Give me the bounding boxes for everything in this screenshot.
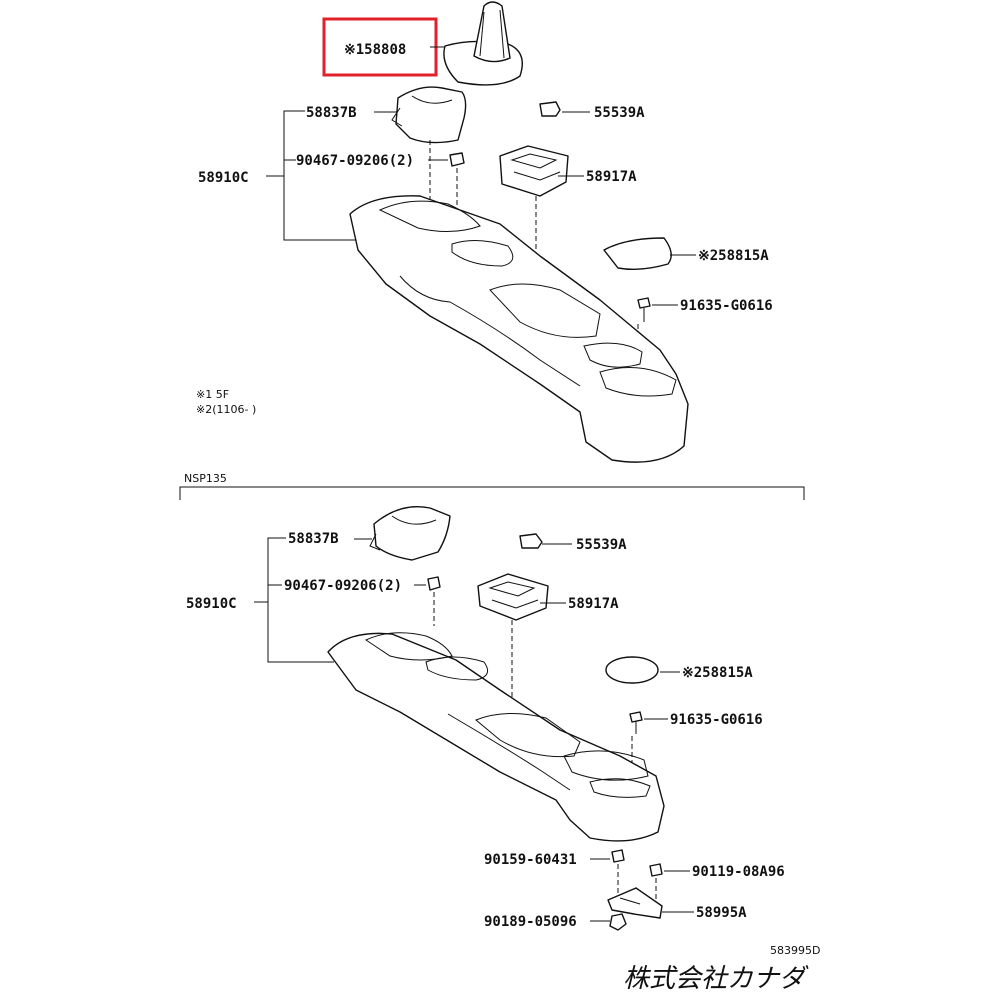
label-screw: 91635-G0616 — [680, 298, 773, 314]
label-console: 58910C — [198, 170, 249, 186]
label-mat: ※258815A — [698, 248, 769, 264]
label-screw-2: 91635-G0616 — [670, 712, 763, 728]
section-label: NSP135 — [184, 472, 227, 485]
label-bracket: 58995A — [696, 905, 747, 921]
cover-part — [391, 86, 467, 144]
label-boot: ※158808 — [344, 42, 406, 58]
top-diagram: ※158808 58837B 58910C 90467-09206(2) — [196, 1, 773, 463]
label-console-2: 58910C — [186, 596, 237, 612]
label-button-2: 55539A — [576, 537, 627, 553]
note-1: ※1 5F — [196, 388, 229, 401]
switch-housing-part-2 — [477, 573, 549, 621]
cover-part-2 — [369, 506, 451, 561]
label-switch: 58917A — [586, 169, 637, 185]
label-button: 55539A — [594, 105, 645, 121]
label-mat-2: ※258815A — [682, 665, 753, 681]
bolt-a-part — [611, 849, 625, 896]
bottom-diagram: 58837B 58910C 90467-09206(2) 55539A — [186, 506, 785, 931]
note-2: ※2(1106- ) — [196, 403, 256, 416]
button-part-2 — [519, 533, 543, 549]
console-body-part-2 — [327, 632, 665, 842]
screw-part-2 — [629, 711, 643, 734]
screw-part — [637, 297, 651, 322]
button-part — [539, 101, 561, 117]
label-clip-bolt: 90467-09206(2) — [296, 153, 414, 169]
label-cover-2: 58837B — [288, 531, 339, 547]
label-cover: 58837B — [306, 105, 357, 121]
nut-part — [609, 913, 627, 931]
section-bracket — [179, 486, 805, 500]
clip-bolt-part-2 — [427, 576, 441, 626]
diagram-code: 583995D — [770, 944, 820, 957]
mat-part-2 — [605, 656, 659, 684]
label-clip-bolt-2: 90467-09206(2) — [284, 578, 402, 594]
label-bolt-b: 90119-08A96 — [692, 864, 785, 880]
shift-boot-part — [443, 1, 523, 86]
label-bolt-a: 90159-60431 — [484, 852, 577, 868]
switch-housing-part — [499, 145, 569, 197]
label-nut: 90189-05096 — [484, 914, 577, 930]
bolt-b-part — [649, 863, 663, 900]
console-body-part — [349, 195, 689, 463]
bracket-part — [607, 887, 663, 919]
mat-part — [603, 237, 672, 271]
label-switch-2: 58917A — [568, 596, 619, 612]
company-signature: 株式会社カナダ — [622, 964, 805, 994]
